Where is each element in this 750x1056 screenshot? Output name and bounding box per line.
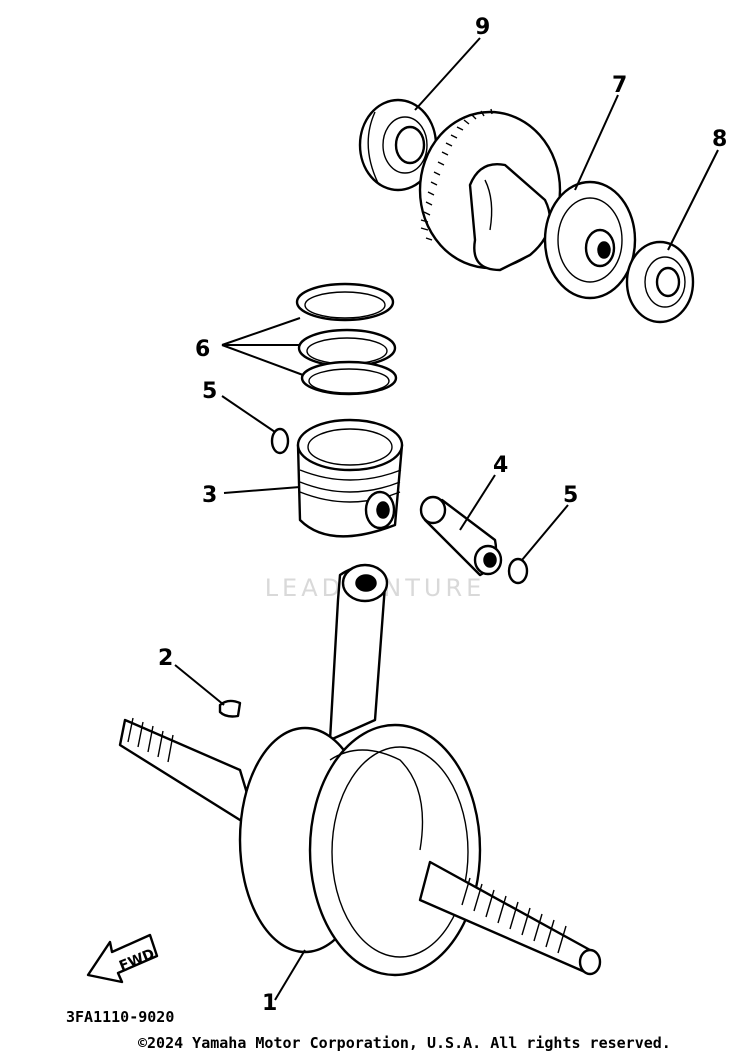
callout-5-left: 5 [202,379,217,404]
part-2-woodruff-key[interactable] [218,699,242,718]
callout-3: 3 [202,483,217,508]
part-6-piston-rings[interactable] [295,282,398,396]
leader-lines [174,37,719,1001]
part-4-piston-pin[interactable] [419,495,503,577]
part-1-crankshaft[interactable] [118,563,602,977]
part-5-circlip-right[interactable] [507,557,529,585]
diagram-code: 3FA1110-9020 [66,1008,174,1026]
callout-7: 7 [612,73,627,98]
callout-6: 6 [195,337,210,362]
callout-4: 4 [493,453,508,478]
part-5-circlip-left[interactable] [270,427,290,455]
callout-5-right: 5 [563,483,578,508]
callout-1: 1 [262,991,277,1016]
part-3-piston[interactable] [296,418,404,538]
callout-2: 2 [158,646,173,671]
part-8-bearing[interactable] [625,240,695,324]
forward-direction-arrow: FWD [86,933,159,984]
callout-9: 9 [475,15,490,40]
callout-8: 8 [712,127,727,152]
copyright-notice: ©2024 Yamaha Motor Corporation, U.S.A. A… [138,1034,671,1052]
part-7-balancer-gear[interactable] [418,108,637,300]
